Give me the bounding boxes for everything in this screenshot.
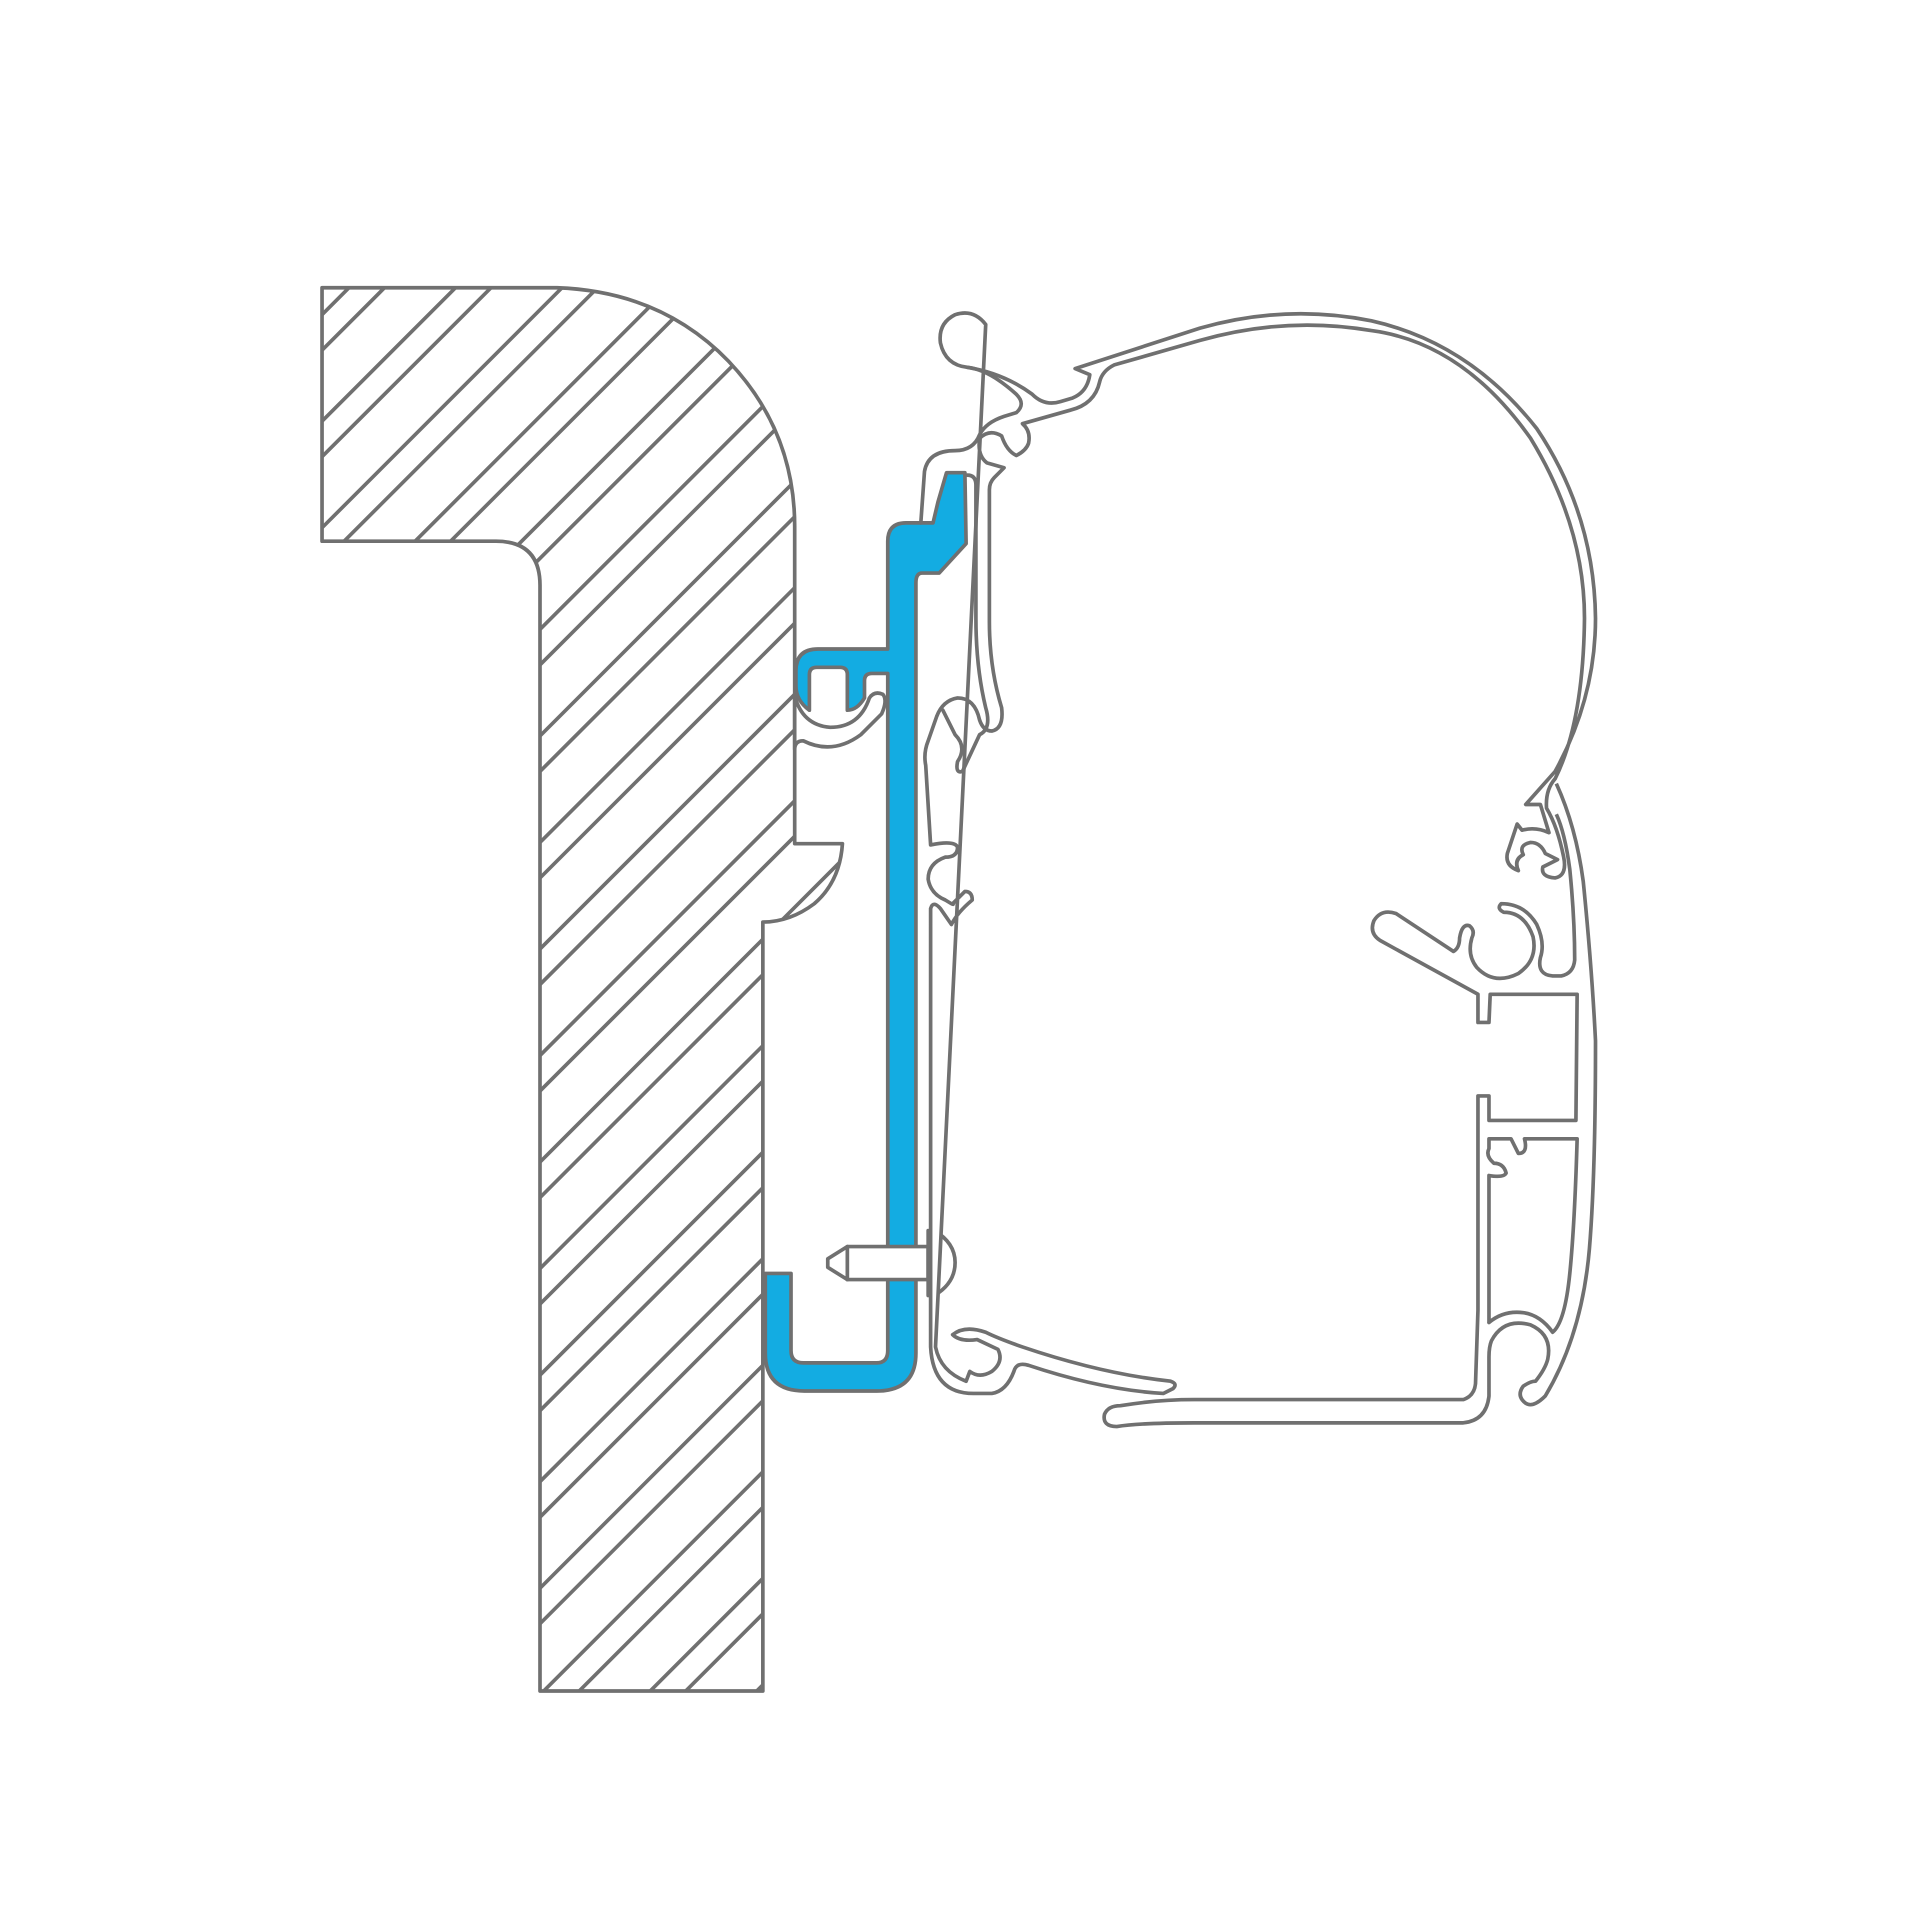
hatch-line (648, 1496, 843, 1692)
hatch-line (322, 467, 843, 992)
hatch-line (322, 287, 706, 672)
awning-lower-channel (1486, 1136, 1579, 1335)
hatch-line (322, 431, 843, 956)
awning-inner-web (918, 365, 1024, 774)
hatch-line (322, 287, 493, 459)
hatch-line (322, 287, 351, 317)
hatch-line (322, 287, 564, 530)
hatch-line (322, 287, 671, 637)
awning-profile (918, 311, 1598, 1429)
hatch-line (322, 325, 843, 850)
awning-right-channel (1102, 782, 1598, 1429)
hatch-line (790, 1638, 843, 1692)
screw (825, 1228, 957, 1298)
hatch-line (754, 1603, 843, 1692)
adapter-rail (763, 470, 968, 1393)
hatch-line (322, 287, 813, 779)
wall-section (320, 285, 845, 1693)
hatch-line (322, 287, 458, 424)
wall-outline (320, 285, 845, 1693)
adapter-clip (792, 691, 887, 752)
hatch-line (322, 287, 600, 566)
hatch-line (322, 287, 387, 353)
hatch-line (577, 1425, 843, 1692)
hatch-line (322, 360, 843, 885)
